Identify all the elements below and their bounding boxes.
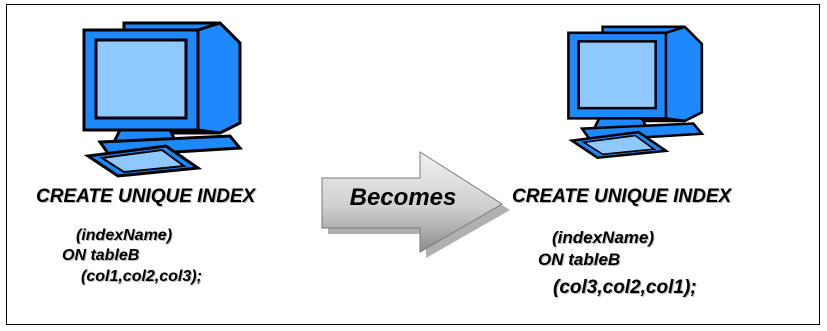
diagram-border <box>6 4 820 325</box>
right-sql-on-table-line: ON tableB <box>538 250 621 269</box>
left-sql-create-line: CREATE UNIQUE INDEX <box>36 186 256 207</box>
desktop-computer-icon <box>82 21 244 178</box>
desktop-computer-icon <box>567 25 705 160</box>
becomes-arrow <box>321 151 510 258</box>
becomes-label: Becomes <box>349 184 457 211</box>
left-sql-on-table-line: ON tableB <box>62 247 140 264</box>
right-sql-create-line: CREATE UNIQUE INDEX <box>512 186 732 207</box>
right-sql-columns-line: (col3,col2,col1); <box>553 277 697 298</box>
left-sql-index-name-line: (indexName) <box>76 227 173 244</box>
right-sql-index-name-line: (indexName) <box>552 228 655 247</box>
left-sql-columns-line: (col1,col2,col3); <box>81 268 202 285</box>
